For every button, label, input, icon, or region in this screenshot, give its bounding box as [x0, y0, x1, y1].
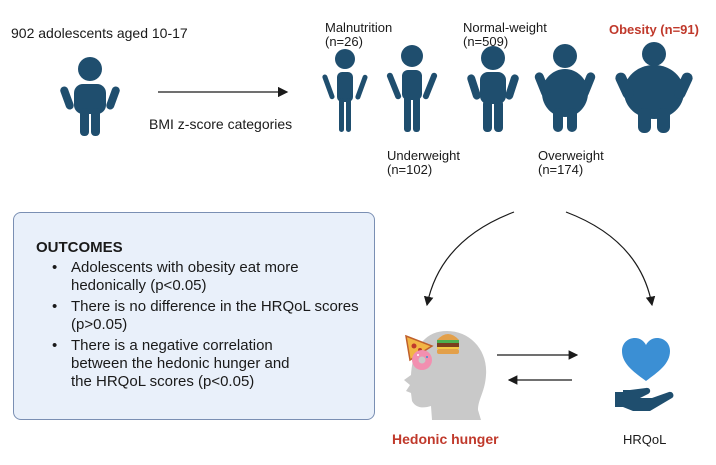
count-overweight: (n=174): [538, 162, 584, 177]
person-icon-normal: [467, 46, 519, 132]
arrow-label: BMI z-score categories: [149, 116, 293, 132]
count-malnutrition: (n=26): [325, 34, 363, 49]
cohort-title: 902 adolescents aged 10-17: [11, 25, 188, 41]
heart-hand-icon: [615, 338, 674, 411]
food-icon: [405, 334, 459, 370]
bullet-dot: •: [52, 337, 58, 354]
person-icon-underweight: [386, 45, 438, 132]
label-malnutrition: Malnutrition: [325, 20, 393, 35]
label-obesity: Obesity (n=91): [609, 22, 699, 37]
person-icon-total: [60, 57, 120, 136]
label-underweight: Underweight: [387, 148, 460, 163]
person-icon-obesity: [615, 42, 693, 133]
curve-arrow-right: [565, 211, 656, 307]
person-icon-overweight: [534, 44, 596, 132]
person-icon-malnutrition: [322, 49, 368, 132]
count-underweight: (n=102): [387, 162, 433, 177]
hrqol-label: HRQoL: [623, 432, 667, 447]
outcome-item: There is no difference in the HRQoL scor…: [71, 298, 359, 333]
label-overweight: Overweight: [538, 148, 604, 163]
outcomes-title: OUTCOMES: [36, 239, 123, 256]
count-normal: (n=509): [463, 34, 509, 49]
outcomes-box: [13, 212, 375, 420]
outcome-item: Adolescents with obesity eat more hedoni…: [71, 259, 299, 294]
outcome-item: There is a negative correlation between …: [71, 337, 290, 390]
hedonic-hunger-label: Hedonic hunger: [392, 431, 499, 447]
bullet-dot: •: [52, 298, 58, 315]
bullet-dot: •: [52, 259, 58, 276]
curve-arrow-left: [423, 211, 515, 307]
label-normal: Normal-weight: [463, 20, 547, 35]
